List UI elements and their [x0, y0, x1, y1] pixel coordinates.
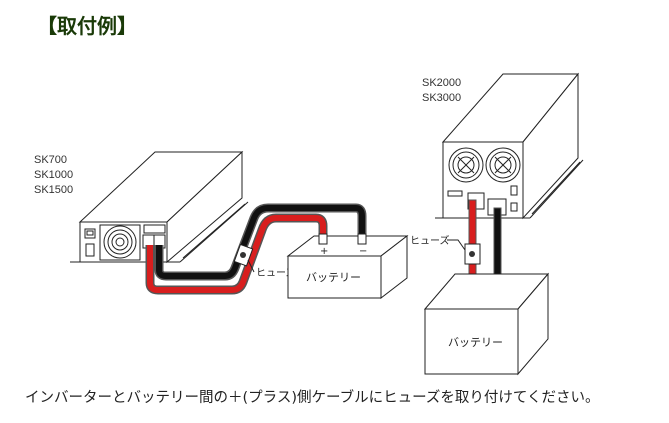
model-label: SK2000: [422, 77, 462, 89]
model-label: SK3000: [422, 92, 462, 104]
fan-icon: [99, 224, 141, 261]
left-fuse-icon: [233, 243, 255, 273]
model-label: SK1500: [34, 184, 74, 196]
right-fuse-label: ヒューズ: [410, 234, 450, 247]
right-positive-cable: [468, 199, 477, 281]
right-battery: [423, 272, 550, 376]
left-minus-label: −: [359, 246, 367, 257]
right-negative-cable: [493, 207, 502, 281]
left-plus-label: +: [320, 246, 328, 257]
right-inverter: [435, 72, 584, 220]
right-fuse-icon: [447, 239, 481, 265]
model-label: SK1000: [34, 169, 74, 181]
instruction-caption: インバーターとバッテリー間の＋(プラス)側ケーブルにヒューズを取り付けてください…: [25, 390, 600, 406]
left-model-list: SK700 SK1000 SK1500: [34, 153, 73, 198]
left-positive-cable: [145, 213, 328, 295]
fan-icon: [448, 147, 484, 183]
model-label: SK700: [34, 154, 68, 166]
left-negative-cable: [154, 203, 367, 281]
right-battery-label: バッテリー: [448, 336, 503, 349]
left-inverter: [70, 150, 249, 264]
fan-icon: [485, 147, 521, 183]
right-model-list: SK2000 SK3000: [422, 76, 461, 106]
left-battery: [286, 233, 409, 300]
left-battery-label: バッテリー: [306, 271, 361, 284]
left-fuse-label: ヒューズ: [256, 266, 296, 279]
page-title: 【取付例】: [37, 14, 137, 38]
